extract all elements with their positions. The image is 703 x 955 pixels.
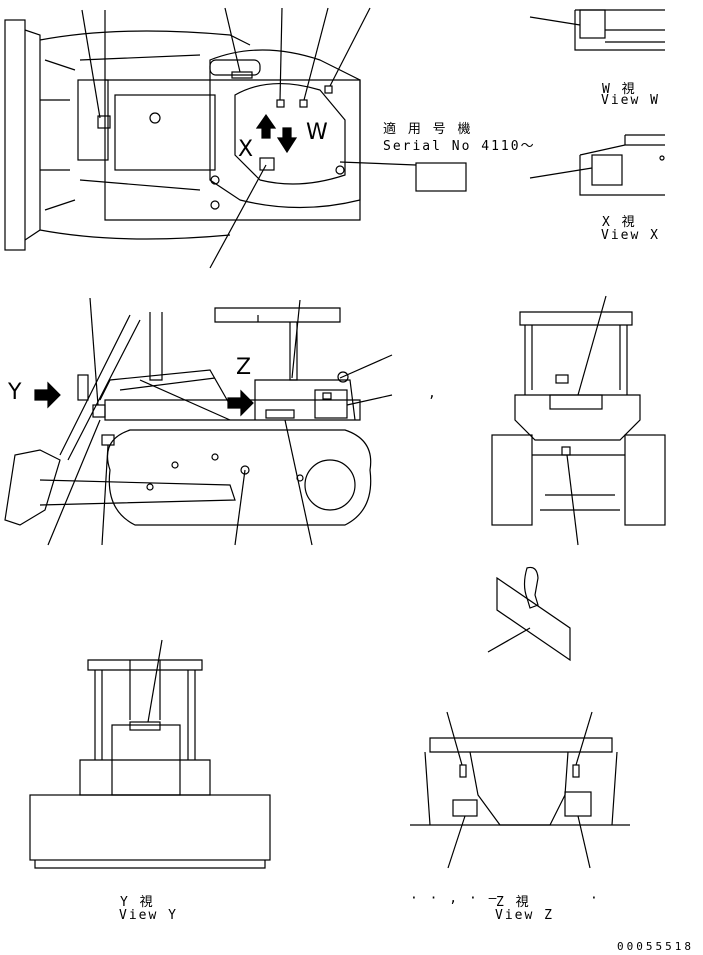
letter-y: Y [8, 380, 22, 405]
front-view [29, 639, 271, 869]
view-w-label: View W [601, 93, 660, 108]
view-w-jp: W 視 [602, 82, 637, 97]
serial-jp: 適 用 号 機 [383, 122, 473, 137]
serial-number: Serial No 4110～ [383, 139, 536, 154]
view-x-label: View X [601, 228, 660, 243]
letter-z: Z [236, 355, 252, 380]
view-y-label: View Y [119, 908, 178, 923]
decal-detail [487, 566, 571, 662]
side-view [4, 297, 393, 546]
view-w-diagram [529, 9, 665, 51]
view-x-jp: X 視 [602, 215, 637, 230]
letter-x: X [238, 137, 254, 162]
stray-dot: · [590, 891, 600, 906]
top-view [4, 7, 467, 269]
view-z-jp: Z 視 [496, 895, 531, 910]
letter-w: W [306, 120, 328, 145]
view-y-jp: Y 視 [120, 895, 155, 910]
stray-dashes: · · , · – [410, 891, 499, 906]
view-x-diagram [529, 134, 665, 196]
view-z-label: View Z [495, 908, 554, 923]
view-z-diagram [410, 711, 630, 869]
rear-view [491, 295, 666, 546]
drawing-number: 00055518 [617, 940, 694, 953]
stray-comma: , [428, 386, 438, 401]
